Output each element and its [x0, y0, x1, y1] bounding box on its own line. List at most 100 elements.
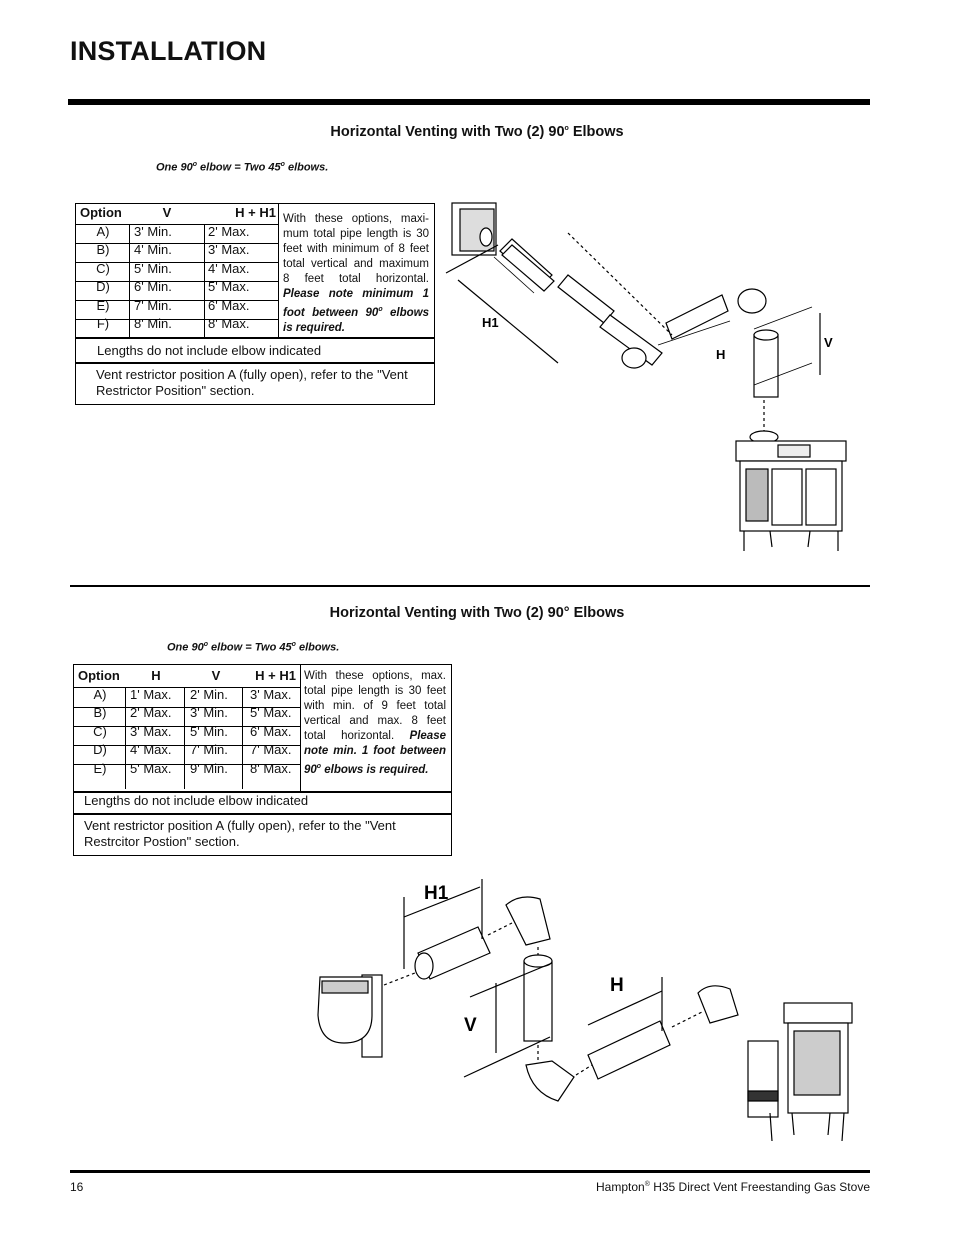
table-divider — [76, 224, 278, 225]
option-cell: A) — [93, 686, 107, 702]
option-cell: C) — [96, 260, 110, 276]
v-cell: 4' Min. — [134, 242, 172, 258]
pipe-section-icon — [753, 334, 779, 398]
h-dimension-line — [587, 990, 663, 1026]
section2-lengths-note: Lengths do not include elbow indicated — [84, 793, 309, 808]
h-label: H — [610, 975, 624, 996]
hh1-cell: 7' Max. — [250, 742, 292, 758]
header-rule — [68, 99, 870, 105]
section1-vent-diagram: H1 H V — [445, 202, 847, 551]
table-row: B)2' Max.3' Min.5' Max. — [74, 704, 300, 723]
table-divider — [74, 764, 300, 765]
elbow-icon — [737, 288, 767, 314]
table-divider — [242, 687, 243, 789]
pipe-section-icon — [557, 274, 615, 324]
table-divider — [125, 687, 126, 789]
stove-icon — [735, 430, 847, 551]
section1-vent-table: Option V H + H1 A) 3' Min. 2' Max. B) 4' Mi… — [76, 204, 280, 334]
h-cell: 4' Max. — [130, 742, 172, 758]
elbow-icon — [697, 985, 739, 1024]
page-title: INSTALLATION — [70, 36, 267, 66]
col-header-v: V — [162, 205, 172, 221]
table-divider — [76, 362, 434, 364]
wall-termination-icon — [445, 202, 499, 274]
section1-lengths-note: Lengths do not include elbow indicated — [97, 343, 322, 358]
h-cell: 3' Max. — [130, 723, 172, 739]
footer-rule — [70, 1170, 870, 1173]
hh1-cell: 8' Max. — [250, 760, 292, 776]
section1-restrictor-note: Vent restrictor position A (fully open),… — [96, 367, 408, 398]
option-cell: D) — [93, 742, 107, 758]
h1-label: H1 — [482, 315, 499, 330]
table-divider — [76, 281, 278, 282]
section-divider — [70, 585, 870, 587]
table-row: D) 6' Min. 5' Max. — [76, 278, 280, 297]
hh1-cell: 8' Max. — [208, 316, 250, 332]
option-cell: A) — [96, 223, 110, 239]
table-divider — [74, 813, 451, 815]
table-header-row: Option H V H + H1 — [74, 667, 300, 686]
v-label: V — [824, 335, 833, 350]
table-row: A) 3' Min. 2' Max. — [76, 223, 280, 242]
section1-description: With these options, maxi-mum total pipe … — [283, 213, 429, 334]
v-cell: 8' Min. — [134, 316, 172, 332]
v-cell: 7' Min. — [134, 297, 172, 313]
table-divider — [76, 262, 278, 263]
hh1-cell: 5' Max. — [208, 279, 250, 295]
elbow-icon — [621, 347, 647, 369]
table-divider — [204, 224, 205, 337]
v-cell: 5' Min. — [190, 723, 228, 739]
hh1-cell: 5' Max. — [250, 705, 292, 721]
table-divider — [76, 319, 278, 320]
col-header-option: Option — [80, 205, 122, 221]
table-row: C)5' Min.4' Max. — [76, 260, 280, 279]
v-cell: 6' Min. — [134, 279, 172, 295]
v-cell: 3' Min. — [134, 223, 172, 239]
section2-title: Horizontal Venting with Two (2) 90° Elbo… — [329, 605, 625, 621]
table-header-row: Option V H + H1 — [76, 204, 280, 223]
section2-vent-diagram: H1 V H — [317, 879, 853, 1142]
table-row: B) 4' Min. 3' Max. — [76, 241, 280, 260]
table-divider — [76, 337, 434, 339]
stove-icon — [747, 1002, 853, 1142]
table-divider — [74, 791, 451, 793]
hh1-cell: 2' Max. — [208, 223, 250, 239]
col-header-v: V — [211, 668, 221, 684]
option-cell: B) — [93, 705, 107, 721]
v-cell: 7' Min. — [190, 742, 228, 758]
h-cell: 2' Max. — [130, 705, 172, 721]
table-divider — [76, 243, 278, 244]
h1-label: H1 — [424, 883, 449, 904]
option-cell: B) — [96, 242, 110, 258]
section1-title: Horizontal Venting with Two (2) 90o Elbo… — [330, 124, 624, 140]
table-divider — [184, 687, 185, 789]
option-cell: D) — [96, 279, 110, 295]
v-cell: 9' Min. — [190, 760, 228, 776]
col-header-option: Option — [78, 668, 120, 684]
hh1-cell: 3' Max. — [250, 686, 292, 702]
hh1-cell: 6' Max. — [250, 723, 292, 739]
table-divider — [74, 726, 300, 727]
hh1-cell: 6' Max. — [208, 297, 250, 313]
hh1-cell: 4' Max. — [208, 260, 250, 276]
section2-table-box: Option H V H + H1 A)1' Max.2' Min.3' Max… — [73, 664, 452, 856]
elbow-icon — [505, 896, 551, 946]
table-divider — [74, 687, 300, 688]
section1-elbow-note: One 90o elbow = Two 45o elbows. — [156, 161, 329, 174]
table-row: D) 4' Max. 7' Min. 7' Max. — [74, 741, 300, 760]
v-cell: 2' Min. — [190, 686, 228, 702]
option-cell: E) — [93, 760, 107, 776]
hh1-cell: 3' Max. — [208, 242, 250, 258]
v-label: V — [464, 1015, 477, 1036]
table-row: E) 7' Min. 6' Max. — [76, 297, 280, 316]
table-divider — [278, 204, 279, 337]
table-row: A)1' Max.2' Min.3' Max. — [74, 686, 300, 705]
option-cell: E) — [96, 297, 110, 313]
pipe-section-icon — [665, 294, 729, 340]
table-divider — [129, 224, 130, 337]
section2-vent-table: Option H V H + H1 A)1' Max.2' Min.3' Max… — [74, 667, 300, 778]
table-row: C)3' Max.5' Min.6' Max. — [74, 723, 300, 742]
pipe-section-icon — [523, 960, 553, 1042]
pipe-section-icon — [587, 1020, 671, 1080]
table-divider — [74, 745, 300, 746]
